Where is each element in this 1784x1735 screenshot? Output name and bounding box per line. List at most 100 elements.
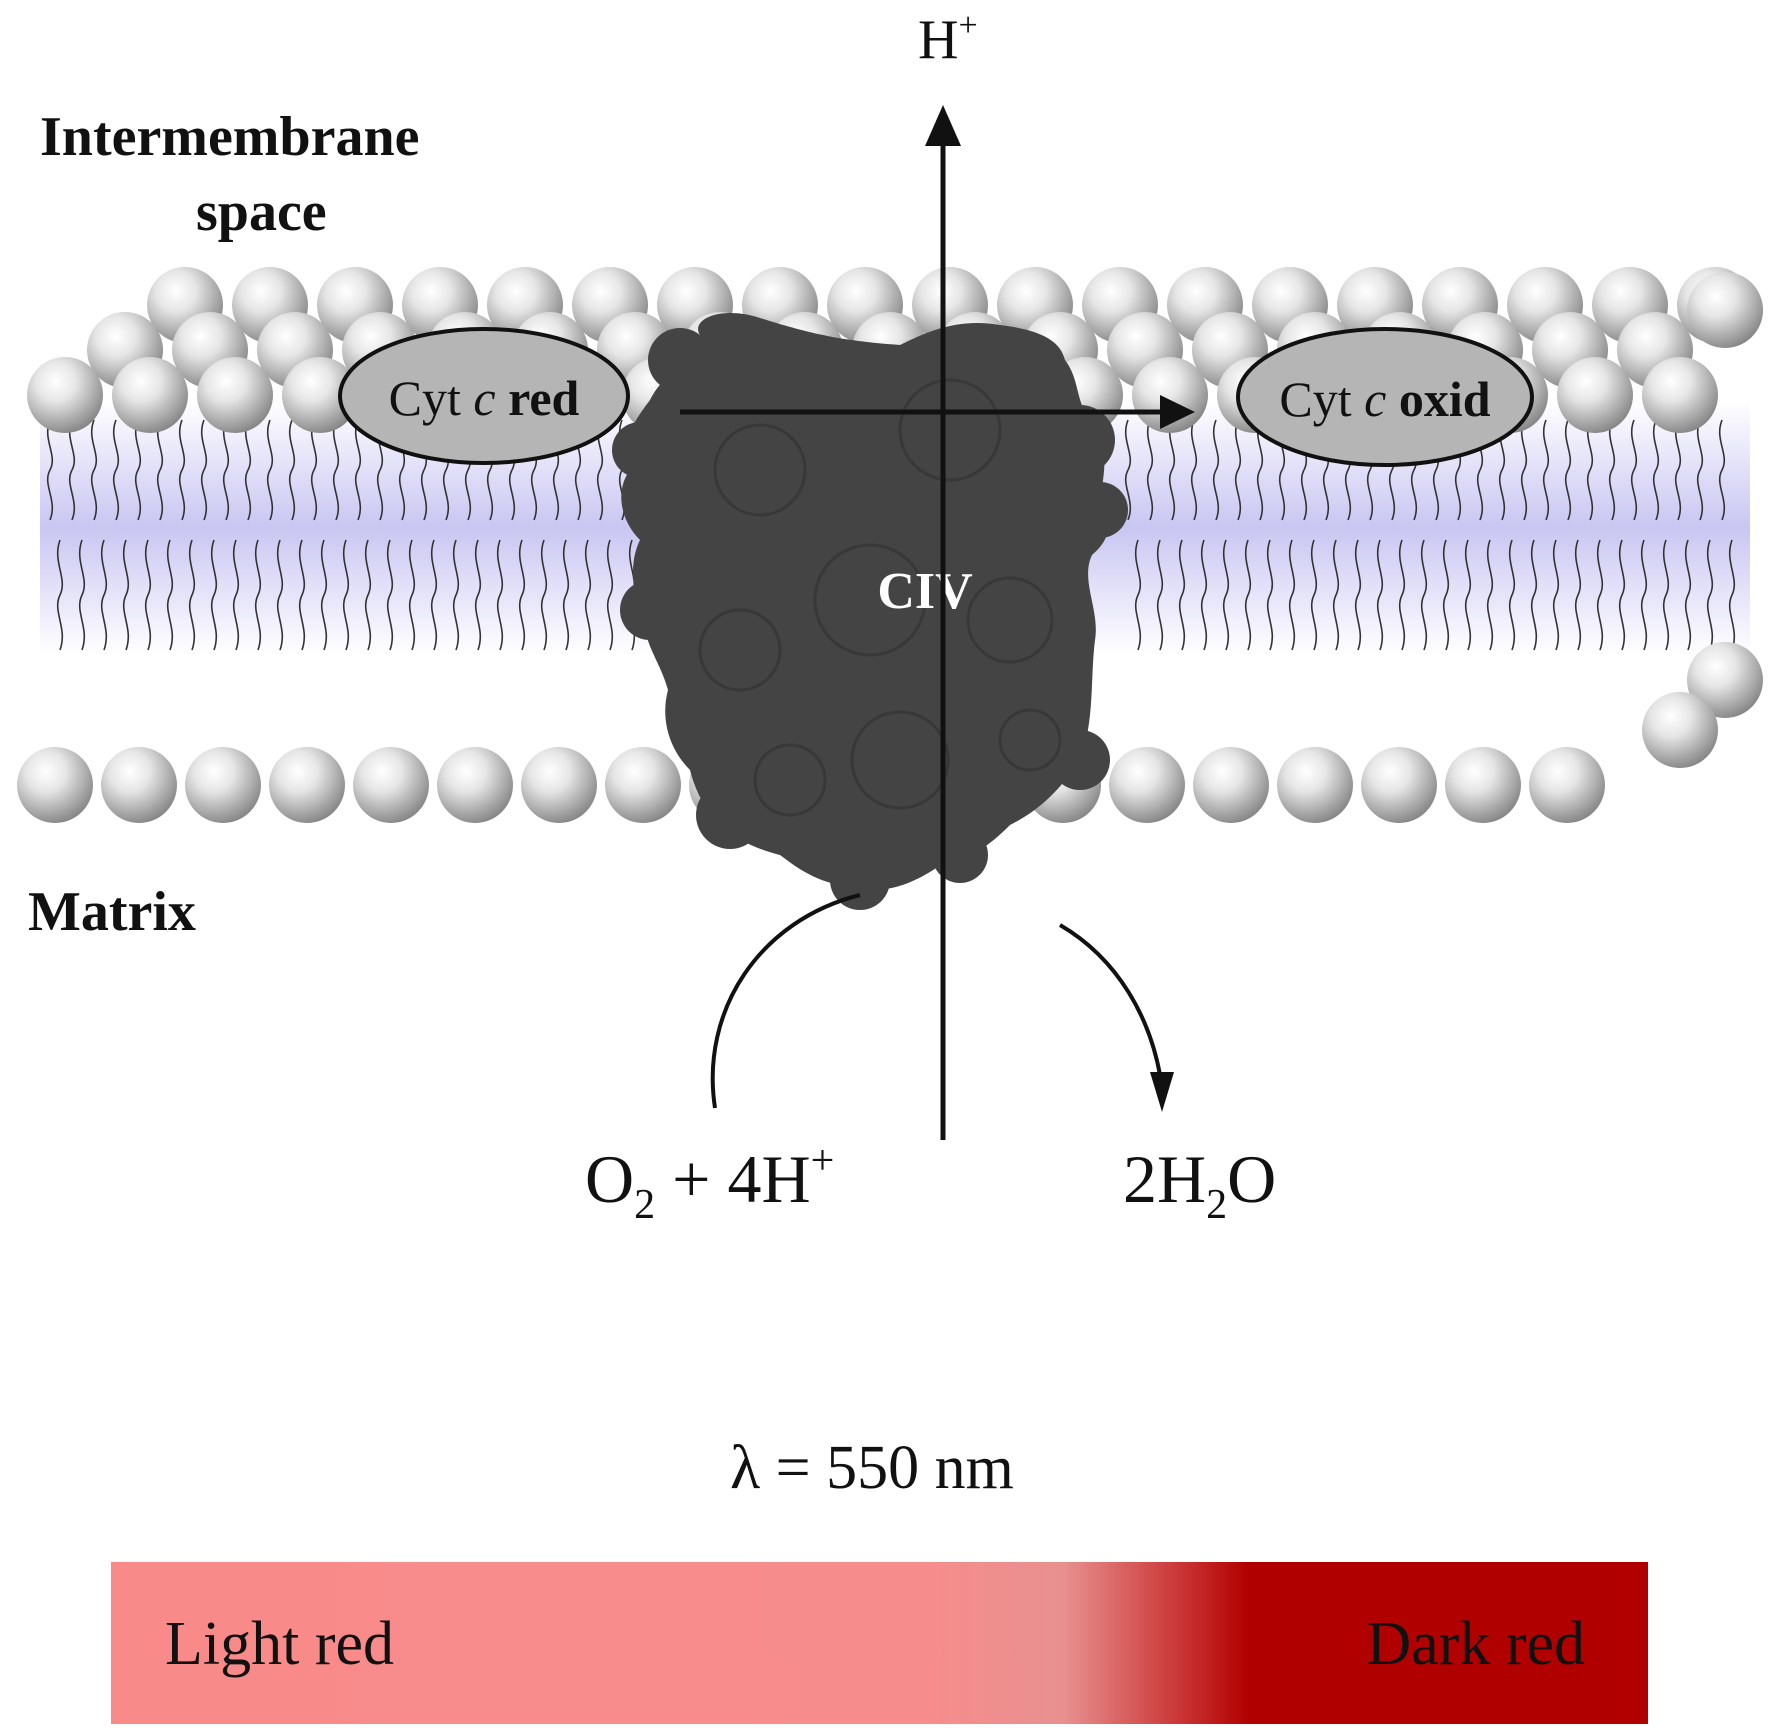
lipid-tail <box>1486 539 1494 651</box>
lipid-head <box>1361 747 1437 823</box>
lipid-tail <box>1200 539 1208 651</box>
lipid-tail <box>518 539 526 651</box>
cyt-c-red-label: Cyt c red <box>389 370 580 426</box>
lipid-head <box>282 357 358 433</box>
lipid-tail <box>386 539 394 651</box>
lipid-tail <box>1178 539 1186 651</box>
electron-transfer-arrowhead <box>1160 395 1195 429</box>
lipid-tail <box>1168 419 1176 521</box>
lipid-head <box>269 747 345 823</box>
lipid-tail <box>1288 539 1296 651</box>
lipid-tail <box>56 539 64 651</box>
lipid-tail <box>200 419 208 521</box>
lipid-tail <box>1718 419 1726 521</box>
color-gradient-bar <box>111 1562 1648 1724</box>
lipid-head <box>1277 747 1353 823</box>
lipid-tail <box>1530 539 1538 651</box>
lipid-head <box>1642 357 1718 433</box>
lipid-tail <box>606 539 614 651</box>
lipid-head <box>1193 747 1269 823</box>
lipid-tail <box>1696 419 1704 521</box>
lipid-tail <box>266 419 274 521</box>
lipid-tail <box>496 539 504 651</box>
lipid-tail <box>1212 419 1220 521</box>
lipid-tail <box>222 419 230 521</box>
lipid-tail <box>474 539 482 651</box>
lipid-tail <box>78 539 86 651</box>
lipid-tail <box>1464 539 1472 651</box>
lipid-tail <box>1662 539 1670 651</box>
lipid-tail <box>452 539 460 651</box>
lipid-tail <box>288 419 296 521</box>
lipid-tail <box>1608 419 1616 521</box>
lipid-head <box>112 357 188 433</box>
lipid-tail <box>364 539 372 651</box>
lipid-tail <box>1376 539 1384 651</box>
lipid-tail <box>1332 539 1340 651</box>
lipid-tail <box>1564 419 1572 521</box>
lipid-head <box>521 747 597 823</box>
lipid-tail <box>1706 539 1714 651</box>
lipid-tail <box>1124 419 1132 521</box>
lipid-tail <box>1234 419 1242 521</box>
wavelength-label: λ = 550 nm <box>730 1434 1014 1502</box>
lipid-tail <box>1310 539 1318 651</box>
lipid-tail <box>1552 539 1560 651</box>
products-label: 2H2O <box>1123 1141 1276 1228</box>
lipid-tail <box>188 539 196 651</box>
lipid-tail <box>1222 539 1230 651</box>
lipid-head <box>1642 692 1718 768</box>
lipid-head <box>1529 747 1605 823</box>
lipid-tail <box>1586 419 1594 521</box>
lipid-tail <box>310 419 318 521</box>
lipid-tail <box>1508 539 1516 651</box>
lipid-tail <box>1156 539 1164 651</box>
lipid-head <box>353 747 429 823</box>
lipid-tail <box>320 539 328 651</box>
lipid-head <box>1557 357 1633 433</box>
proton-pump-arrowhead <box>925 105 961 146</box>
lipid-tail <box>122 539 130 651</box>
lipid-tail <box>1244 539 1252 651</box>
lipid-tail <box>1574 539 1582 651</box>
lipid-tail <box>1134 539 1142 651</box>
lipid-tail <box>232 539 240 651</box>
lipid-tails <box>46 419 1736 651</box>
reaction-curve-arrow <box>710 893 1162 1109</box>
lipid-tail <box>354 419 362 521</box>
lipid-head <box>437 747 513 823</box>
lipid-tail <box>1596 539 1604 651</box>
complex-label: CIV <box>877 563 972 620</box>
cyt-c-red-ellipse <box>338 327 630 465</box>
lipid-tail <box>144 539 152 651</box>
lipid-tail <box>68 419 76 521</box>
lipid-tail <box>1266 539 1274 651</box>
lipid-tail <box>1542 419 1550 521</box>
lipid-tail <box>540 539 548 651</box>
lipid-tail <box>1398 539 1406 651</box>
lipid-tail <box>430 539 438 651</box>
lipid-tail <box>1728 539 1736 651</box>
reaction-arrowhead <box>1150 1072 1174 1112</box>
gradient-right-label: Dark red <box>1366 1610 1585 1678</box>
lipid-head <box>1445 747 1521 823</box>
lipid-tail <box>332 419 340 521</box>
gradient-left-label: Light red <box>165 1610 394 1678</box>
lipid-tail <box>112 419 120 521</box>
lipid-tail <box>1674 419 1682 521</box>
lipid-tail <box>584 539 592 651</box>
lipid-tail <box>156 419 164 521</box>
cyt-c-oxid-label: Cyt c oxid <box>1279 371 1490 427</box>
lipid-tail <box>244 419 252 521</box>
lipid-tail <box>166 539 174 651</box>
complex-iv <box>612 313 1128 910</box>
cyt-c-oxid-ellipse <box>1236 327 1534 467</box>
intermembrane-label-line2: space <box>196 181 327 243</box>
lipid-head <box>605 747 681 823</box>
lipid-tail <box>1442 539 1450 651</box>
lipid-tail <box>134 419 142 521</box>
lipid-tail <box>100 539 108 651</box>
lipid-head <box>1687 642 1763 718</box>
lipid-tail <box>90 419 98 521</box>
lipid-tail <box>1640 539 1648 651</box>
